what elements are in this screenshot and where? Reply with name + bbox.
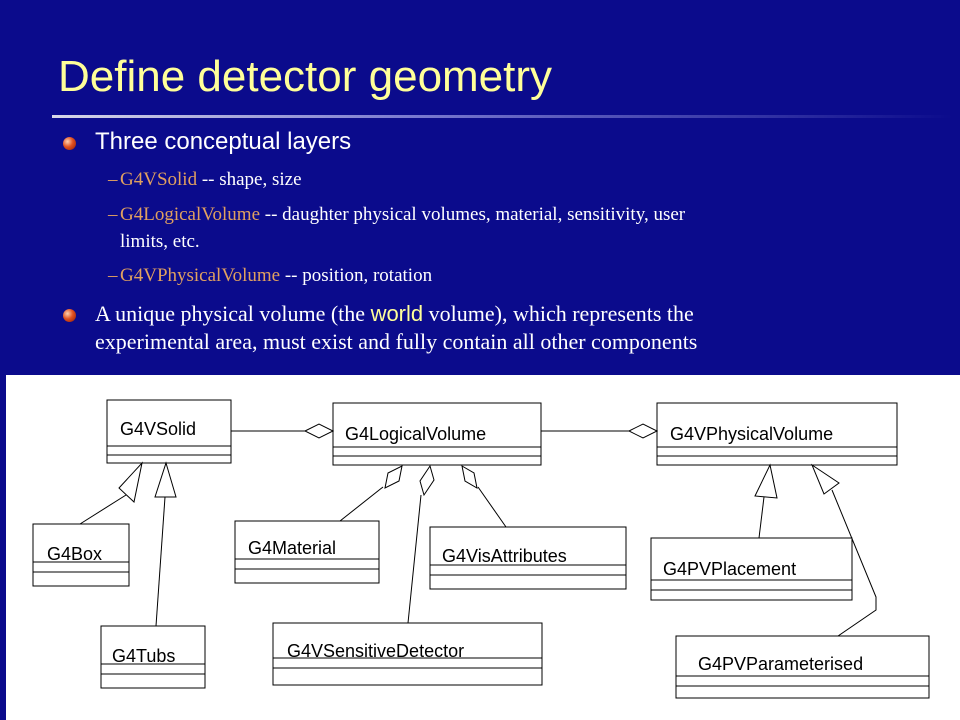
- layer-item-logical-cont: limits, etc.: [120, 231, 200, 252]
- world-text-line2: experimental area, must exist and fully …: [95, 329, 698, 354]
- dash-marker: –: [108, 204, 118, 225]
- inherit-box: [79, 494, 127, 525]
- dash-marker: –: [108, 265, 118, 286]
- class-box-tubs: [100, 625, 206, 689]
- layer-name: G4VPhysicalVolume: [120, 265, 281, 286]
- triangle-icon: [118, 461, 143, 503]
- label-physical: G4VPhysicalVolume: [670, 424, 833, 444]
- layer-item-logical: – G4LogicalVolume -- daughter physical v…: [108, 204, 686, 226]
- slide-header-area: [0, 0, 960, 375]
- label-sensitive: G4VSensitiveDetector: [287, 641, 464, 661]
- diamond-icon: [461, 465, 478, 489]
- label-tubs: G4Tubs: [112, 646, 175, 666]
- world-text-before: A unique physical volume (the: [95, 301, 371, 326]
- label-parameterised: G4PVParameterised: [698, 654, 863, 674]
- inherit-parameterised: [831, 489, 877, 637]
- layer-desc: -- daughter physical volumes, material, …: [260, 204, 686, 225]
- layer-name: G4VSolid: [120, 169, 198, 190]
- label-solid: G4VSolid: [120, 419, 196, 439]
- bullet-world-volume: A unique physical volume (the world volu…: [95, 300, 925, 356]
- title-underline: [52, 115, 952, 118]
- class-box-box: [32, 523, 130, 587]
- layer-desc: -- position, rotation: [280, 265, 433, 286]
- class-box-logical: [332, 402, 542, 466]
- label-placement: G4PVPlacement: [663, 559, 796, 579]
- left-stripe: [0, 0, 6, 720]
- class-box-material: [234, 520, 380, 584]
- class-diagram: G4VSolid G4LogicalVolume G4VPhysicalVolu…: [32, 399, 930, 699]
- slide-title: Define detector geometry: [58, 52, 553, 101]
- bullet-three-layers: Three conceptual layers: [95, 128, 352, 155]
- diamond-icon: [627, 423, 659, 439]
- layer-item-solid: – G4VSolid -- shape, size: [108, 169, 302, 191]
- triangle-icon: [810, 463, 840, 495]
- label-logical: G4LogicalVolume: [345, 424, 486, 444]
- diamond-icon: [303, 423, 335, 439]
- triangle-icon: [154, 461, 177, 498]
- layer-item-physical: – G4VPhysicalVolume -- position, rotatio…: [108, 265, 433, 287]
- layer-name: G4LogicalVolume: [120, 204, 261, 225]
- class-box-sensitive: [272, 622, 543, 686]
- bullet-icon: [63, 137, 76, 150]
- class-box-physical: [656, 402, 898, 466]
- class-box-parameterised: [675, 635, 930, 699]
- triangle-icon: [754, 463, 778, 499]
- diamond-icon: [384, 465, 403, 489]
- world-text-after: volume), which represents the: [423, 301, 694, 326]
- class-box-visattr: [429, 526, 627, 590]
- bullet-icon: [63, 309, 76, 322]
- label-material: G4Material: [248, 538, 336, 558]
- assoc-sensitive: [407, 494, 422, 624]
- assoc-visattr: [477, 486, 507, 528]
- assoc-material: [339, 486, 384, 522]
- class-box-placement: [650, 537, 853, 601]
- diamond-icon: [419, 464, 435, 497]
- label-visattr: G4VisAttributes: [442, 546, 567, 566]
- layer-desc: -- shape, size: [197, 169, 302, 190]
- label-box: G4Box: [47, 544, 102, 564]
- dash-marker: –: [108, 169, 118, 190]
- world-keyword: world: [370, 301, 424, 326]
- inherit-placement: [758, 496, 765, 539]
- inherit-tubs: [155, 496, 166, 627]
